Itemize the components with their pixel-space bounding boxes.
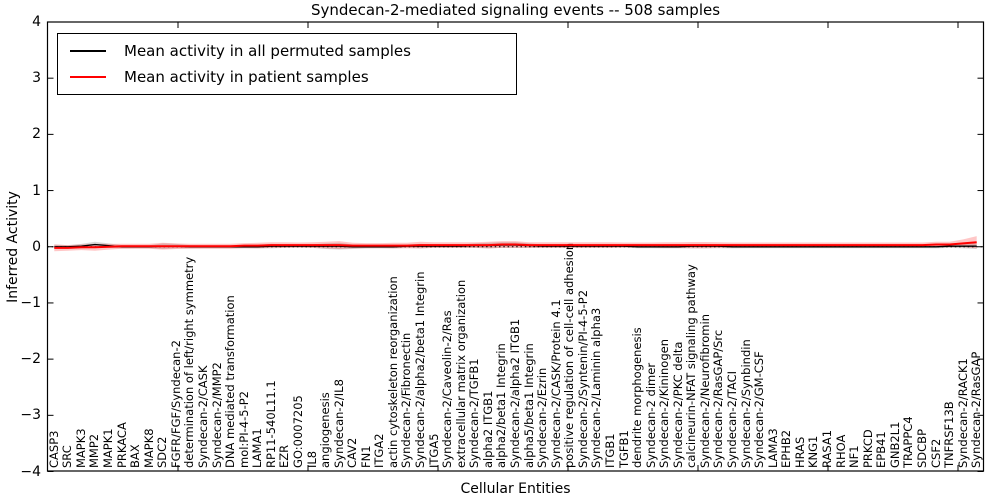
chart-title: Syndecan-2-mediated signaling events -- … [310,1,721,19]
y-tick-label: −2 [20,351,41,368]
legend-item-permuted: Mean activity in all permuted samples [58,42,516,60]
y-tick-label: 4 [32,13,41,30]
y-tick-label: −4 [20,463,41,480]
y-tick-label: 0 [32,238,41,255]
legend-line-permuted-icon [70,50,106,52]
series-line-1 [54,241,977,249]
legend-item-patient: Mean activity in patient samples [58,68,516,86]
y-tick-label: 2 [32,126,41,143]
y-tick-label: 1 [32,182,41,199]
legend-line-patient-icon [70,76,106,78]
legend-label-permuted: Mean activity in all permuted samples [124,42,411,60]
y-tick-label: 3 [32,70,41,87]
y-tick-label: −3 [20,407,41,424]
y-tick-label: −1 [20,294,41,311]
legend-label-patient: Mean activity in patient samples [124,68,369,86]
legend: Mean activity in all permuted samples Me… [57,33,517,95]
x-axis-label: Cellular Entities [460,481,571,497]
